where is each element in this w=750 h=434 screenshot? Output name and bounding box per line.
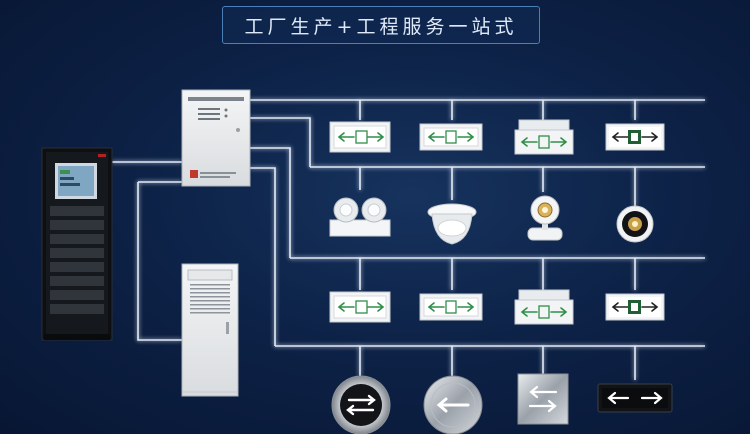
black-bidirectional-sign-icon[interactable] <box>597 383 673 413</box>
ceiling-spotlight-icon[interactable] <box>527 195 563 241</box>
exit-sign-left-icon[interactable] <box>329 121 391 153</box>
exit-sign-left-icon[interactable] <box>329 291 391 323</box>
exit-sign-black-icon[interactable] <box>605 293 665 321</box>
square-floor-arrow-sign-icon[interactable] <box>517 373 569 425</box>
title-frame: 工厂生产+工程服务一站式 <box>222 6 540 44</box>
recessed-downlight-icon[interactable] <box>427 203 477 245</box>
exit-sign-black-icon[interactable] <box>605 123 665 151</box>
distribution-controller-box-icon[interactable] <box>181 89 251 187</box>
centralized-power-supply-cabinet-icon[interactable] <box>181 263 239 397</box>
bus-lines <box>112 99 705 380</box>
exit-sign-ceiling-icon[interactable] <box>514 119 574 155</box>
round-floor-arrow-sign-icon[interactable] <box>331 375 391 434</box>
page-title: 工厂生产+工程服务一站式 <box>244 15 518 38</box>
exit-sign-right-icon[interactable] <box>419 293 483 321</box>
monitoring-host-cabinet-icon[interactable] <box>41 147 113 341</box>
twin-head-emergency-light-icon[interactable] <box>329 197 391 237</box>
steel-floor-arrow-sign-icon[interactable] <box>423 375 483 434</box>
exit-sign-ceiling-icon[interactable] <box>514 289 574 325</box>
exit-sign-right-icon[interactable] <box>419 123 483 151</box>
round-spotlight-icon[interactable] <box>616 205 654 243</box>
